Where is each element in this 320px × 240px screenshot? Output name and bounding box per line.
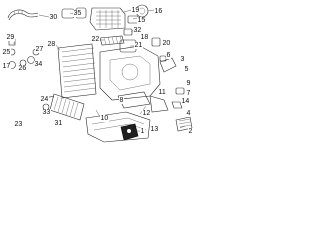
callout-29: 29 bbox=[6, 34, 15, 41]
callout-1: 1 bbox=[140, 128, 145, 135]
callout-25: 25 bbox=[2, 49, 11, 56]
callout-21: 21 bbox=[134, 42, 143, 49]
callout-4: 4 bbox=[186, 110, 191, 117]
callout-33: 33 bbox=[42, 109, 51, 116]
callout-23: 23 bbox=[14, 121, 23, 128]
callout-31: 31 bbox=[54, 120, 63, 127]
callout-8: 8 bbox=[119, 97, 124, 104]
hvac-case bbox=[99, 45, 177, 113]
part-8-duct bbox=[117, 91, 151, 109]
callout-2: 2 bbox=[188, 128, 193, 135]
evaporator bbox=[57, 43, 97, 99]
upper-housing bbox=[89, 7, 126, 31]
callout-30: 30 bbox=[49, 14, 58, 21]
callout-28: 28 bbox=[47, 41, 56, 48]
callout-22: 22 bbox=[91, 36, 100, 43]
callout-6: 6 bbox=[166, 52, 171, 59]
part-32 bbox=[123, 28, 133, 36]
part-1-actuator bbox=[120, 123, 139, 141]
parts-diagram: 30 35 19 15 16 32 22 21 18 20 29 28 25 2… bbox=[0, 0, 200, 147]
callout-18: 18 bbox=[140, 34, 149, 41]
part-22-filter bbox=[99, 35, 125, 46]
callout-10: 10 bbox=[100, 115, 109, 122]
lower-case bbox=[85, 111, 151, 143]
callout-24: 24 bbox=[40, 96, 49, 103]
leader-lines bbox=[13, 9, 186, 132]
callout-26: 26 bbox=[18, 65, 27, 72]
callout-27: 27 bbox=[35, 46, 44, 53]
callout-13: 13 bbox=[150, 126, 159, 133]
callout-17: 17 bbox=[2, 63, 11, 70]
callout-16: 16 bbox=[154, 8, 163, 15]
diagram-drawing bbox=[7, 4, 193, 143]
callout-34: 34 bbox=[34, 61, 43, 68]
callout-14: 14 bbox=[181, 98, 190, 105]
callout-32: 32 bbox=[133, 27, 142, 34]
callout-11: 11 bbox=[158, 89, 167, 96]
callout-35: 35 bbox=[73, 10, 82, 17]
callout-20: 20 bbox=[162, 40, 171, 47]
part-30-hose bbox=[7, 9, 39, 21]
callout-3: 3 bbox=[180, 56, 185, 63]
callout-19: 19 bbox=[131, 7, 140, 14]
callout-15: 15 bbox=[137, 17, 146, 24]
right-side-parts bbox=[151, 37, 185, 109]
callout-7: 7 bbox=[186, 90, 191, 97]
callout-12: 12 bbox=[142, 110, 151, 117]
callout-9: 9 bbox=[186, 80, 191, 87]
callout-5: 5 bbox=[184, 66, 189, 73]
